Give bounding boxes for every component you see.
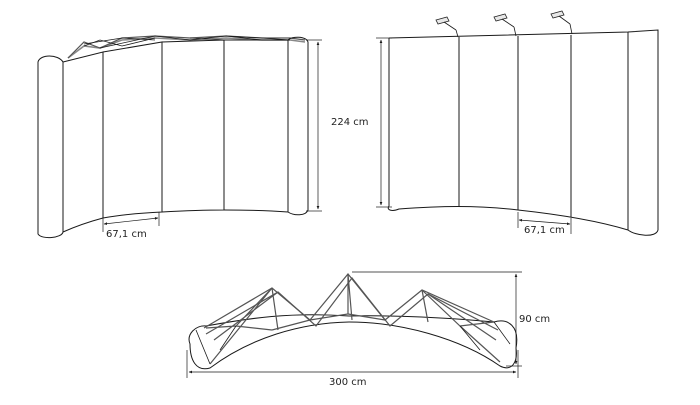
top-frame-left [67,35,306,59]
panel-width-dimension-left [102,212,160,232]
depth-label: 90 cm [519,314,550,325]
width-dimension [186,350,519,378]
lamp-icon [435,16,459,38]
panel-width-dimension-right [517,212,572,234]
depth-dimension [352,271,522,367]
width-label: 300 cm [329,377,367,388]
left-view-back: 67,1 cm 224 cm [37,35,369,240]
panel-width-label-right: 67,1 cm [524,225,565,236]
top-view: 90 cm 300 cm [186,271,550,388]
height-label: 224 cm [331,117,369,128]
right-view-front: 67,1 cm [376,10,659,236]
lamp-icon [550,10,573,35]
lamp-icon [493,13,517,37]
height-dimension-right [376,37,392,208]
panel-width-label-left: 67,1 cm [106,229,147,240]
height-dimension [306,39,322,212]
truss-frame [195,273,511,365]
